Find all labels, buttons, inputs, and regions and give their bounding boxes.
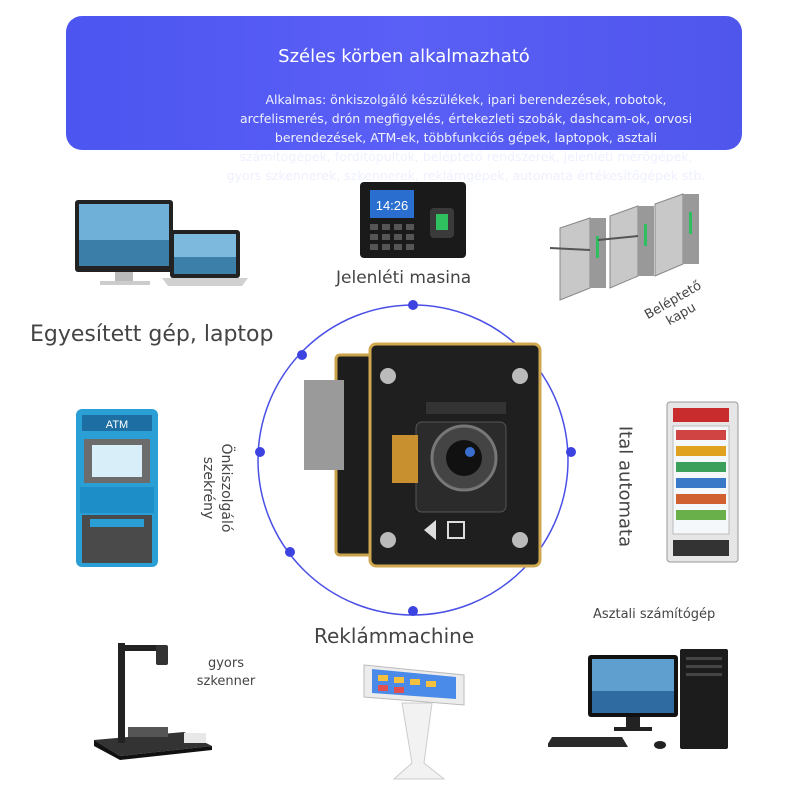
label-computer-laptop: Egyesített gép, laptop — [30, 322, 274, 347]
camera-module-icon — [304, 342, 542, 568]
svg-text:14:26: 14:26 — [376, 198, 409, 213]
label-attendance-machine: Jelenléti masina — [336, 268, 472, 288]
label-advertising-machine: Reklámmachine — [314, 624, 475, 648]
label-vending-machine: Ital automata — [614, 425, 636, 548]
banner-description: Alkalmas: önkiszolgáló készülékek, ipari… — [226, 92, 706, 183]
attendance-machine-icon: 14:26 — [360, 182, 466, 258]
label-desktop-computer: Asztali számítógép — [593, 607, 716, 622]
header-banner: Széles körben alkalmazható Alkalmas: önk… — [66, 16, 742, 183]
vending-machine-icon — [666, 401, 739, 563]
svg-text:ATM: ATM — [106, 419, 128, 431]
document-scanner-icon — [94, 643, 212, 760]
turnstile-icon — [549, 193, 699, 301]
desktop-pc-icon — [548, 649, 728, 749]
label-self-service-kiosk: Önkiszolgáló szekrény — [200, 443, 234, 533]
label-fast-scanner: gyors szkenner — [196, 656, 256, 689]
atm-kiosk-icon: ATM — [76, 409, 158, 567]
banner-title: Széles körben alkalmazható — [278, 46, 530, 67]
laptop-monitor-icon — [75, 200, 248, 286]
ad-kiosk-icon — [363, 664, 465, 780]
